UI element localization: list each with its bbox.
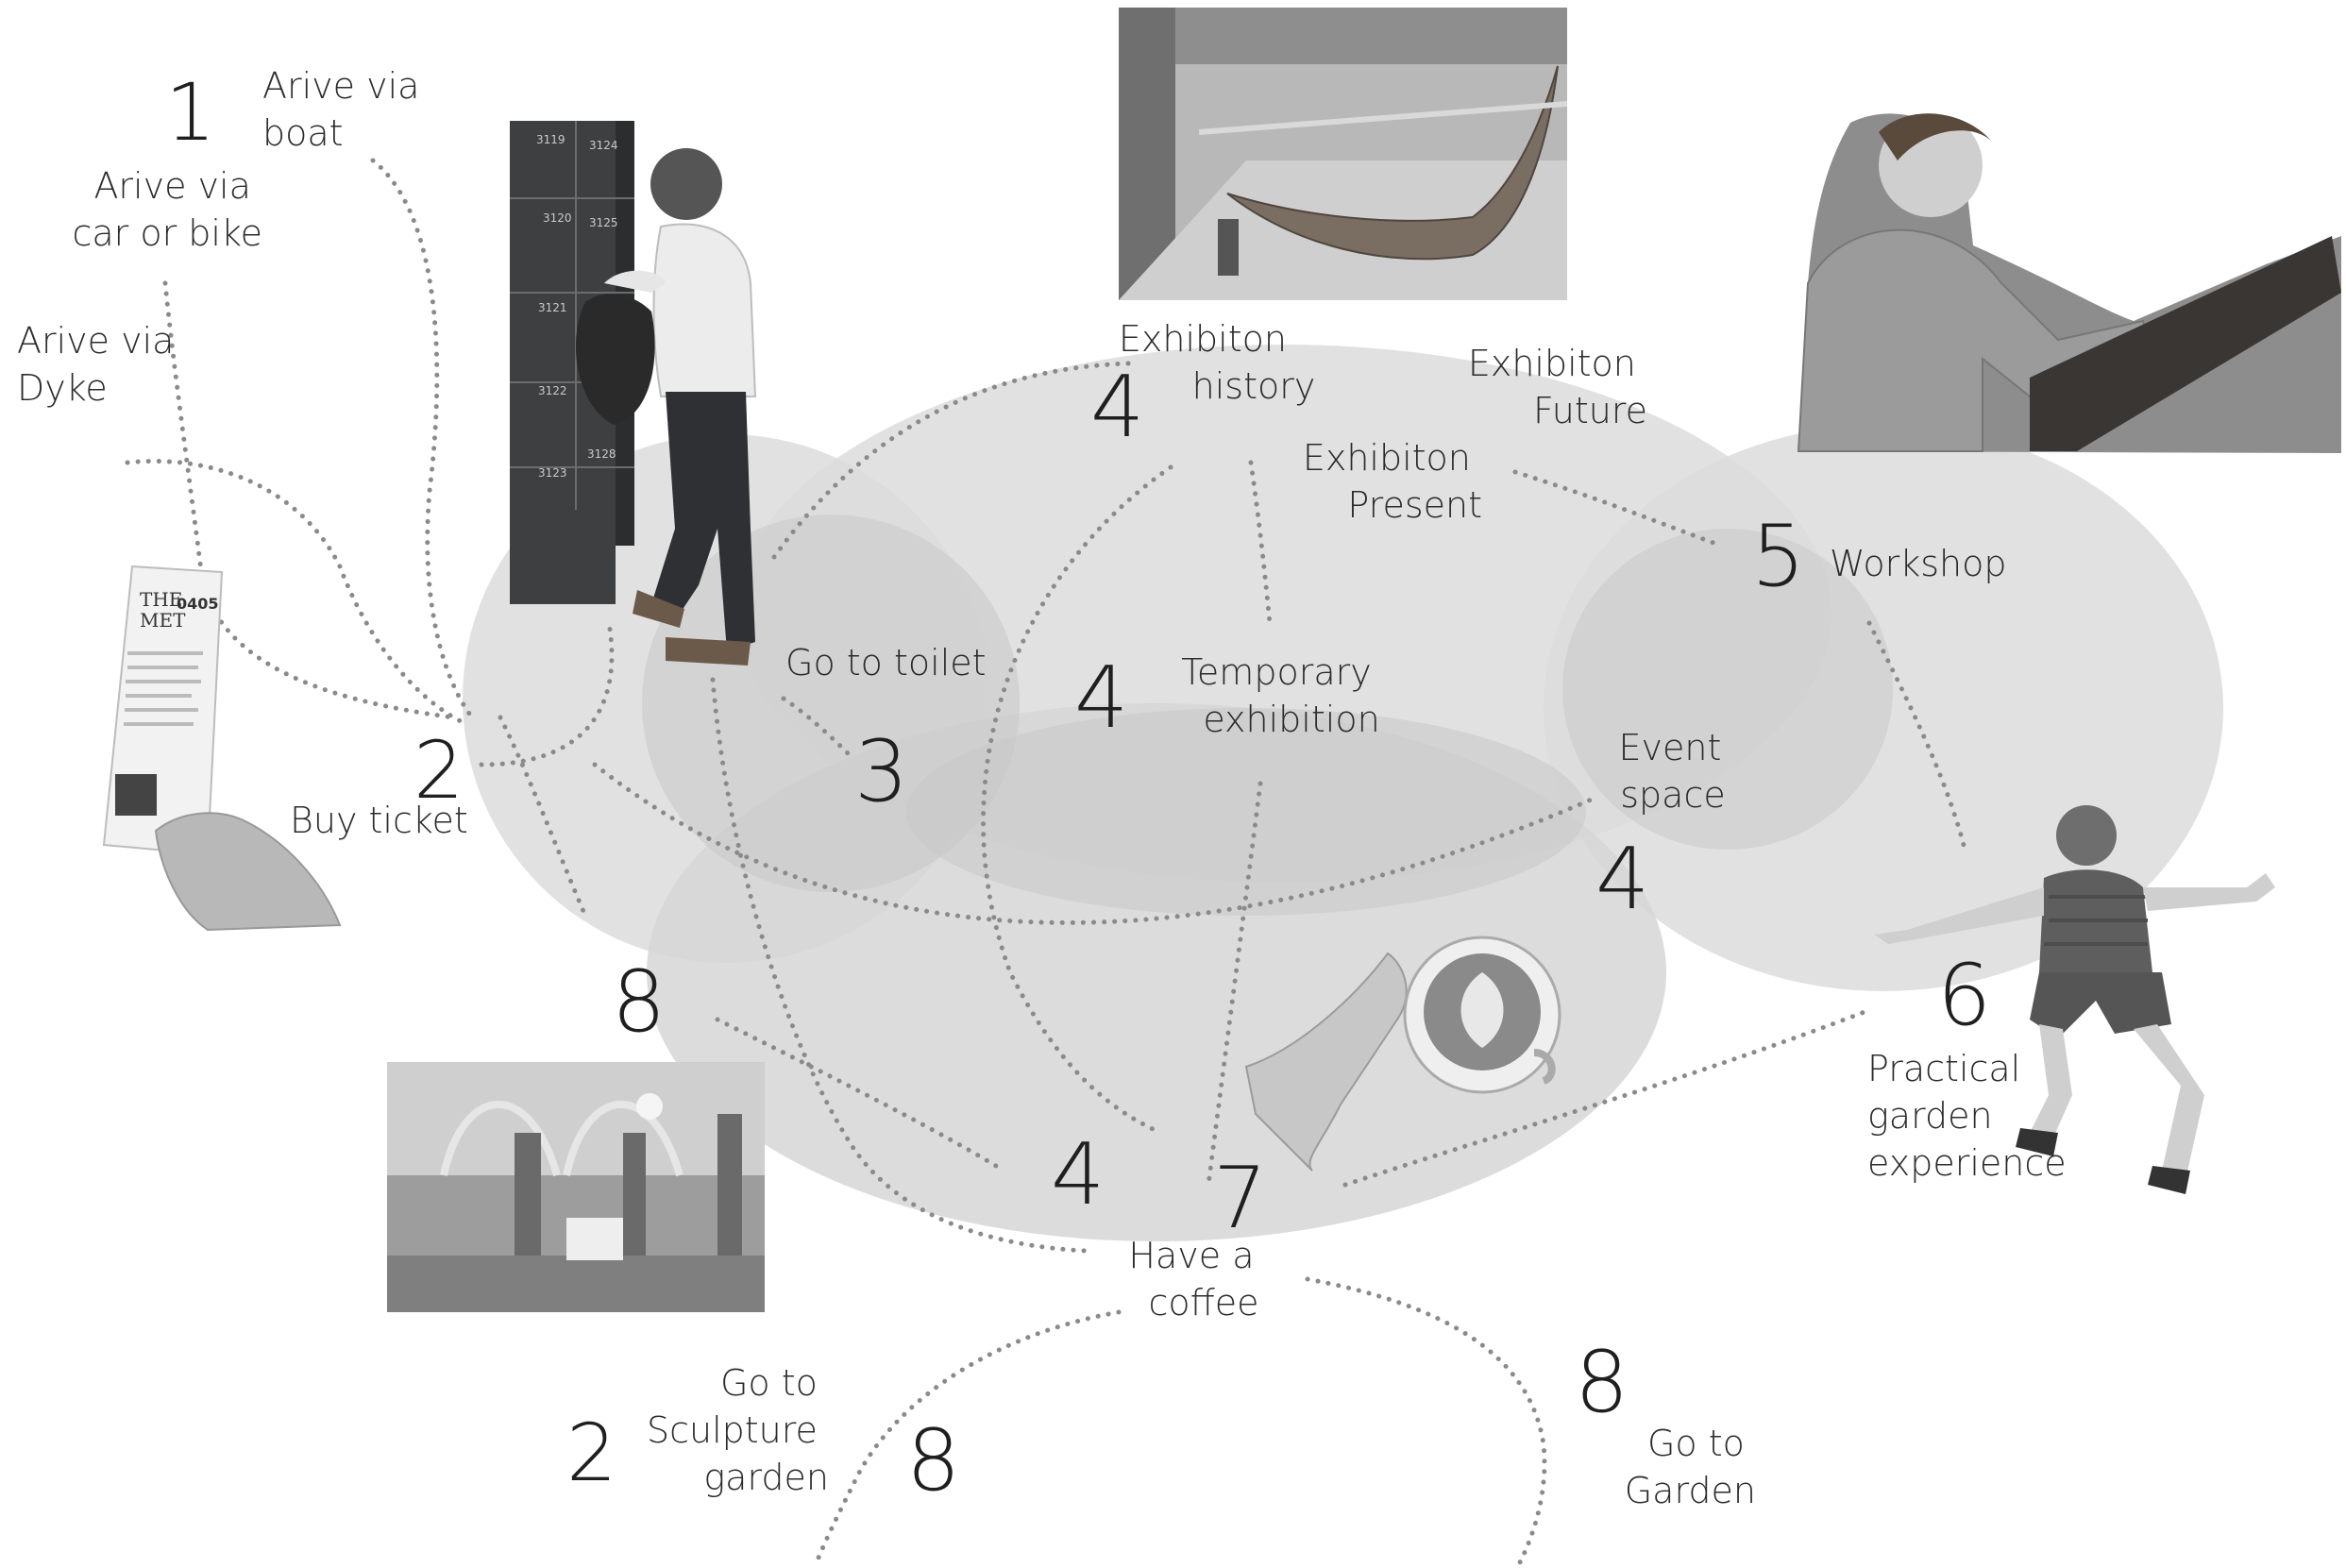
step-6-number: 6 [1937,946,1991,1045]
path-history-down [981,464,1173,1136]
step-2-number: 2 [414,724,464,817]
exhibition-future-label: Exhibiton Future [1468,343,1647,431]
garden-experience-line-1: Practical [1867,1048,2020,1089]
locker-3120: 3120 [543,211,572,225]
step-8-shop-number: 8 [612,953,666,1052]
locker-person-photo: 3119 3124 3120 3125 3121 3122 3123 3128 [510,121,757,666]
step-8-sculpture-number: 8 [906,1411,960,1510]
ticket-qr-code [115,774,157,816]
step-4-lower-number: 4 [1051,1125,1105,1224]
exhibition-present-line-1: Exhibiton [1303,437,1471,479]
workshop-label: Workshop [1830,543,2006,584]
step-numbers: 1 2 3 4 4 4 5 6 7 8 4 2 8 8 [165,66,1991,1510]
path-entrance-coffee [710,677,1089,1254]
ticket-brand-top: THE [140,588,182,611]
event-space-line-1: Event [1619,727,1722,768]
locker-3125: 3125 [589,216,618,229]
locker-3123: 3123 [538,466,567,480]
sculpture-line-1: Go to [720,1362,818,1404]
go-to-toilet-label: Go to toilet [785,642,987,683]
zones [463,345,2223,1241]
event-space-line-2: space [1620,774,1725,816]
arrive-boat-line-2: boat [262,112,344,154]
path-coffee-sculpture [814,1309,1122,1565]
locker-3122: 3122 [538,384,567,397]
go-to-garden-label: Go to Garden [1625,1423,1756,1511]
arrive-dyke-line-1: Arive via [17,320,174,362]
step-1-number: 1 [165,66,215,159]
ticket-hand-photo: THE MET 0405 [102,565,342,932]
arrive-car-line-2: car or bike [72,212,262,254]
path-coffee-garden-exp [1342,1007,1872,1188]
ticket-code: 0405 [177,595,219,613]
exhibition-history-label: Exhibiton history [1119,318,1315,407]
locker-3128: 3128 [587,447,616,461]
locker-3124: 3124 [589,139,618,152]
garden-experience-label: Practical garden experience [1867,1048,2067,1184]
coffee-line-2: coffee [1148,1282,1258,1324]
step-4-temporary-number: 4 [1074,649,1128,748]
exhibition-future-line-1: Exhibiton [1468,343,1636,384]
arrive-boat-line-1: Arive via [262,65,419,107]
exhibition-present-line-2: Present [1347,484,1482,526]
garden-experience-line-2: garden [1867,1095,1993,1137]
sculpture-line-3: garden [703,1457,829,1498]
sculpture-line-2: Sculpture [647,1409,818,1451]
arrive-boat-label: Arive via boat [262,65,431,154]
zone-workshop-overlap [1562,529,1893,850]
temporary-line-1: Temporary [1181,651,1372,693]
temporary-line-2: exhibition [1203,699,1379,740]
garden-line-1: Go to [1647,1423,1745,1464]
garden-experience-line-3: experience [1867,1142,2067,1184]
path-temporary-coffee [1206,781,1263,1188]
have-coffee-label: Have a coffee [1128,1235,1265,1324]
exhibition-history-line-2: history [1192,365,1316,407]
step-8-garden-number: 8 [1575,1333,1629,1432]
path-dyke-to-ticket [125,459,465,725]
path-history-temporary [1248,460,1273,626]
boat-exhibition-photo [1119,8,1568,300]
path-boat-to-ticket [370,158,475,720]
path-workshop-garden [1866,620,1966,848]
event-space-label: Event space [1619,727,1733,816]
ticket-brand-bottom: MET [140,609,186,632]
coffee-cup-photo [1244,936,1561,1172]
locker-3119: 3119 [536,133,565,146]
step-4-history-number: 4 [1090,358,1144,457]
man-figure [576,148,757,666]
step-5-number: 5 [1751,507,1805,606]
sculpture-garden-label: Go to Sculpture garden [647,1362,829,1498]
exhibition-history-line-1: Exhibiton [1119,318,1287,360]
garden-line-2: Garden [1625,1470,1756,1511]
path-shop-coffee [715,1017,999,1169]
path-coffee-garden [1305,1276,1547,1565]
step-2-sculpture-number: 2 [566,1407,616,1499]
zone-temporary-overlap [906,708,1586,916]
buy-ticket-label: Buy ticket [290,800,468,841]
locker-3121: 3121 [538,301,567,314]
exhibition-present-label: Exhibiton Present [1303,437,1482,526]
interactive-table-photo [1797,113,2341,454]
coffee-line-1: Have a [1128,1235,1254,1276]
step-7-number: 7 [1213,1149,1267,1248]
step-4-event-number: 4 [1595,830,1649,929]
arrive-car-line-1: Arive via [93,165,250,207]
museum-shop-photo [387,1062,765,1312]
path-present-workshop [1512,469,1716,546]
temporary-exhibition-label: Temporary exhibition [1181,651,1383,740]
arrive-car-label: Arive via car or bike [72,165,262,254]
path-toilet-history [771,361,1131,560]
path-ticket-event [592,762,1598,925]
step-labels: Arive via boat Arive via car or bike Ari… [17,65,2067,1511]
arrive-dyke-line-2: Dyke [17,367,108,409]
arrive-dyke-label: Arive via Dyke [17,320,186,409]
exhibition-future-line-2: Future [1533,390,1647,431]
step-3-number: 3 [854,722,908,821]
path-toilet-3 [781,696,852,758]
path-ticket-down [498,715,588,919]
jumping-boy-photo [1874,805,2275,1194]
